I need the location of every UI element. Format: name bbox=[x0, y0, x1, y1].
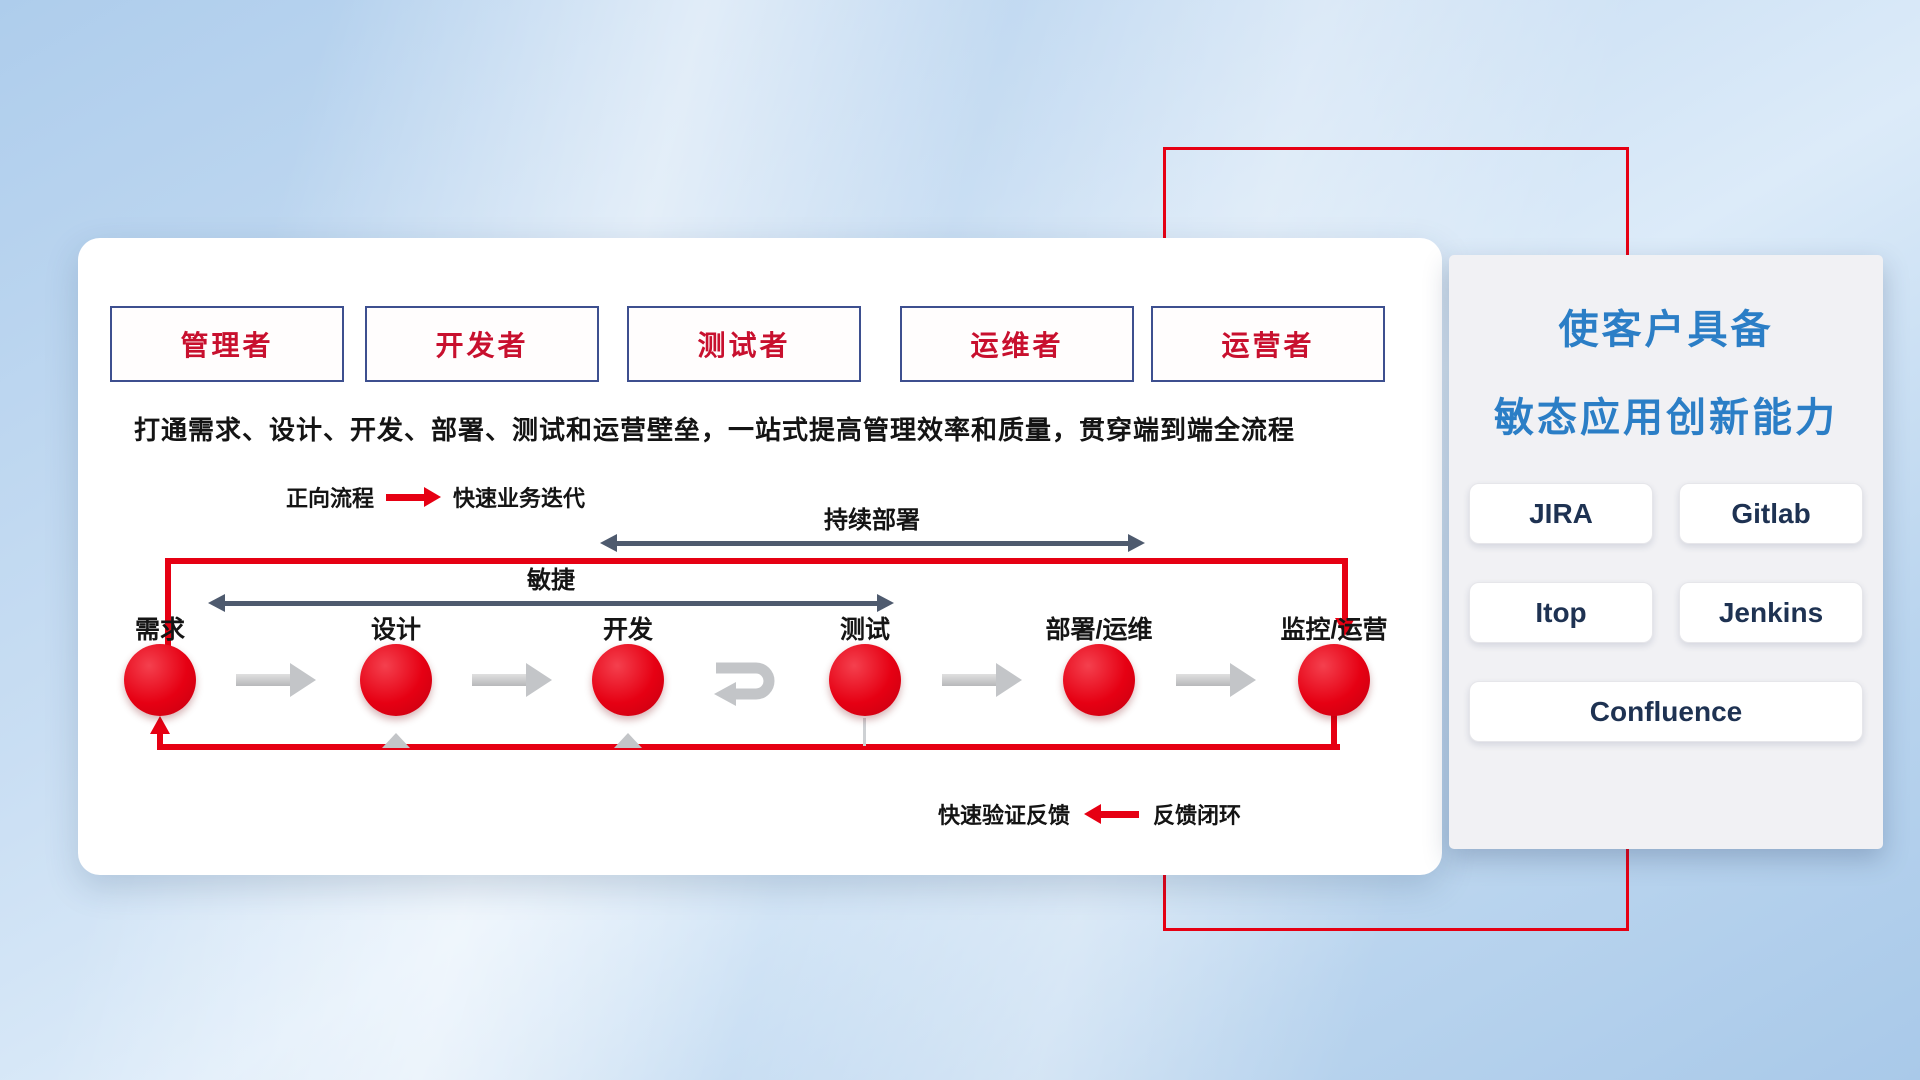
agile-span-arrow-icon bbox=[208, 594, 894, 612]
role-label: 测试者 bbox=[697, 330, 791, 361]
role-label: 运营者 bbox=[1221, 330, 1315, 361]
stage-label-deploy-ops: 部署/运维 bbox=[1045, 616, 1153, 644]
panel-title-line1: 使客户具备 bbox=[1558, 308, 1774, 352]
tool-button-jenkins: Jenkins bbox=[1679, 582, 1863, 643]
tool-button-gitlab: Gitlab bbox=[1679, 483, 1863, 544]
feedback-up-arrow-icon bbox=[614, 716, 642, 748]
red-loop-right-top-segment bbox=[1342, 558, 1348, 620]
description-text: 打通需求、设计、开发、部署、测试和运营壁垒，一站式提高管理效率和质量，贯穿端到端… bbox=[134, 415, 1296, 445]
stage-node bbox=[829, 644, 901, 716]
stage-label-monitor-operate: 监控/运营 bbox=[1280, 616, 1388, 644]
red-loop-bottom-line bbox=[157, 744, 1340, 750]
role-box-tester: 测试者 bbox=[627, 306, 861, 382]
stage-node bbox=[124, 644, 196, 716]
role-label: 管理者 bbox=[180, 330, 274, 361]
feedback-arrow-icon bbox=[1084, 804, 1140, 824]
legend-feedback: 快速验证反馈 反馈闭环 bbox=[938, 798, 1241, 830]
feedback-label: 反馈闭环 bbox=[1153, 803, 1242, 828]
role-box-operator: 运营者 bbox=[1151, 306, 1385, 382]
iteration-loop-icon bbox=[714, 662, 775, 706]
flow-arrow-icon bbox=[1176, 663, 1256, 697]
stage-node bbox=[1298, 644, 1370, 716]
stage-node bbox=[360, 644, 432, 716]
stage-label-requirements: 需求 bbox=[134, 616, 185, 644]
red-loop-right-bottom-segment bbox=[1331, 712, 1337, 750]
red-loop-top-line bbox=[165, 558, 1348, 564]
legend-forward: 正向流程 快速业务迭代 bbox=[286, 481, 585, 513]
red-arrow-up-icon bbox=[150, 716, 170, 734]
role-label: 运维者 bbox=[970, 330, 1064, 361]
flow-arrow-icon bbox=[236, 663, 316, 697]
flow-arrow-icon bbox=[472, 663, 552, 697]
tool-button-itop: Itop bbox=[1469, 582, 1653, 643]
workflow-card: 管理者 开发者 测试者 运维者 运营者 打通需求、设计、开发、部署、测试和运营壁… bbox=[78, 238, 1442, 875]
panel-title-line2: 敏态应用创新能力 bbox=[1494, 396, 1838, 440]
forward-flow-value: 快速业务迭代 bbox=[453, 486, 586, 511]
role-box-ops: 运维者 bbox=[900, 306, 1134, 382]
tool-button-confluence: Confluence bbox=[1469, 681, 1863, 742]
tool-button-jira: JIRA bbox=[1469, 483, 1653, 544]
role-box-manager: 管理者 bbox=[110, 306, 344, 382]
flow-arrow-icon bbox=[942, 663, 1022, 697]
stage-label-develop: 开发 bbox=[602, 616, 653, 644]
continuous-deploy-span-arrow-icon bbox=[600, 534, 1145, 552]
capability-panel: 使客户具备 敏态应用创新能力 JIRA Gitlab Itop Jenkins … bbox=[1449, 255, 1883, 849]
connector-line bbox=[863, 718, 866, 746]
stage-label-test: 测试 bbox=[839, 616, 890, 644]
red-arrow-down-icon bbox=[1335, 618, 1355, 636]
stage-node bbox=[592, 644, 664, 716]
red-loop-left-bottom-segment bbox=[157, 732, 163, 750]
role-box-developer: 开发者 bbox=[365, 306, 599, 382]
role-label: 开发者 bbox=[435, 330, 529, 361]
continuous-deploy-label: 持续部署 bbox=[824, 507, 920, 534]
forward-flow-label: 正向流程 bbox=[286, 486, 375, 511]
red-loop-left-top-segment bbox=[165, 558, 171, 646]
stage-node bbox=[1063, 644, 1135, 716]
agile-label: 敏捷 bbox=[527, 567, 575, 594]
forward-arrow-icon bbox=[386, 487, 442, 507]
stage-label-design: 设计 bbox=[370, 616, 421, 644]
feedback-value: 快速验证反馈 bbox=[938, 803, 1071, 828]
feedback-up-arrow-icon bbox=[382, 716, 410, 748]
